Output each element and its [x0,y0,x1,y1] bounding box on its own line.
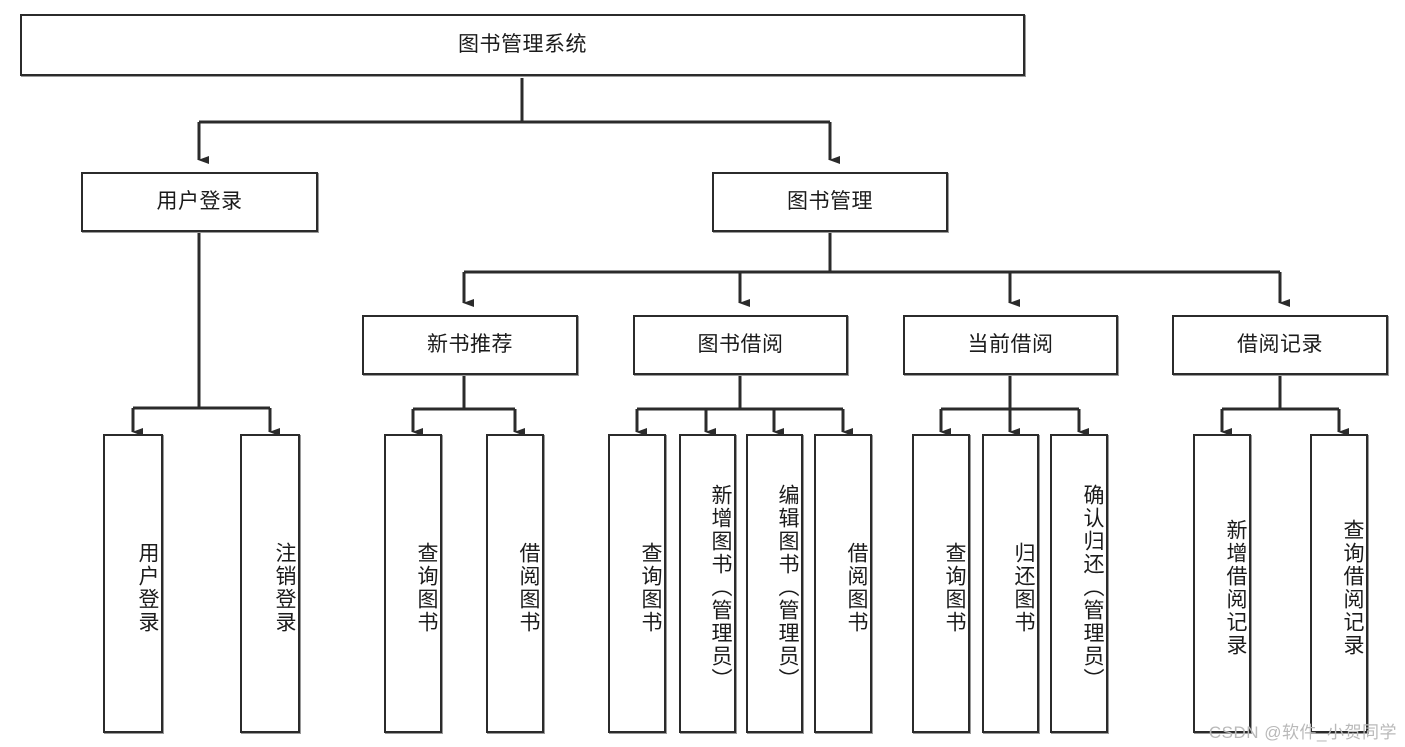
leaf-label: 新增图书（管理员） [709,484,732,691]
node-root[interactable]: 图书管理系统 [20,14,1025,76]
node-book-management-label: 图书管理 [787,190,873,214]
node-book-management[interactable]: 图书管理 [712,172,948,232]
leaf-label: 借阅图书 [845,541,868,634]
node-user-login[interactable]: 用户登录 [81,172,318,232]
leaf-book-borrow-borrow[interactable]: 借阅图书 [814,434,872,733]
leaf-label: 编辑图书（管理员） [776,484,799,691]
leaf-label: 查询借阅记录 [1341,518,1364,657]
watermark: CSDN @软件_小贺同学 [1208,723,1397,742]
node-book-borrow[interactable]: 图书借阅 [633,315,848,375]
leaf-label: 查询图书 [639,541,662,634]
leaf-label: 借阅图书 [517,541,540,634]
node-root-label: 图书管理系统 [458,33,587,57]
leaf-book-borrow-add[interactable]: 新增图书（管理员） [679,434,736,733]
node-current-borrow-label: 当前借阅 [967,333,1054,357]
leaf-current-borrow-return[interactable]: 归还图书 [982,434,1039,733]
leaf-new-book-borrow[interactable]: 借阅图书 [486,434,544,733]
leaf-label: 归还图书 [1012,541,1035,634]
leaf-new-book-query[interactable]: 查询图书 [384,434,442,733]
leaf-current-borrow-query[interactable]: 查询图书 [912,434,970,733]
leaf-borrow-record-query[interactable]: 查询借阅记录 [1310,434,1368,733]
leaf-label: 查询图书 [415,541,438,634]
leaf-current-borrow-confirm-return[interactable]: 确认归还（管理员） [1050,434,1108,733]
leaf-user-login-login[interactable]: 用户登录 [103,434,163,733]
leaf-label: 新增借阅记录 [1224,518,1247,657]
node-user-login-label: 用户登录 [156,190,243,214]
node-current-borrow[interactable]: 当前借阅 [903,315,1118,375]
node-new-book-recommend[interactable]: 新书推荐 [362,315,578,375]
node-book-borrow-label: 图书借阅 [697,333,784,357]
leaf-book-borrow-edit[interactable]: 编辑图书（管理员） [746,434,803,733]
node-new-book-recommend-label: 新书推荐 [427,333,513,357]
node-borrow-record-label: 借阅记录 [1237,333,1323,357]
leaf-label: 确认归还（管理员） [1081,484,1104,691]
leaf-book-borrow-query[interactable]: 查询图书 [608,434,666,733]
leaf-borrow-record-add[interactable]: 新增借阅记录 [1193,434,1251,733]
node-borrow-record[interactable]: 借阅记录 [1172,315,1388,375]
leaf-label: 查询图书 [943,541,966,634]
leaf-label: 注销登录 [273,541,296,634]
leaf-label: 用户登录 [136,541,159,634]
leaf-user-login-logout[interactable]: 注销登录 [240,434,300,733]
